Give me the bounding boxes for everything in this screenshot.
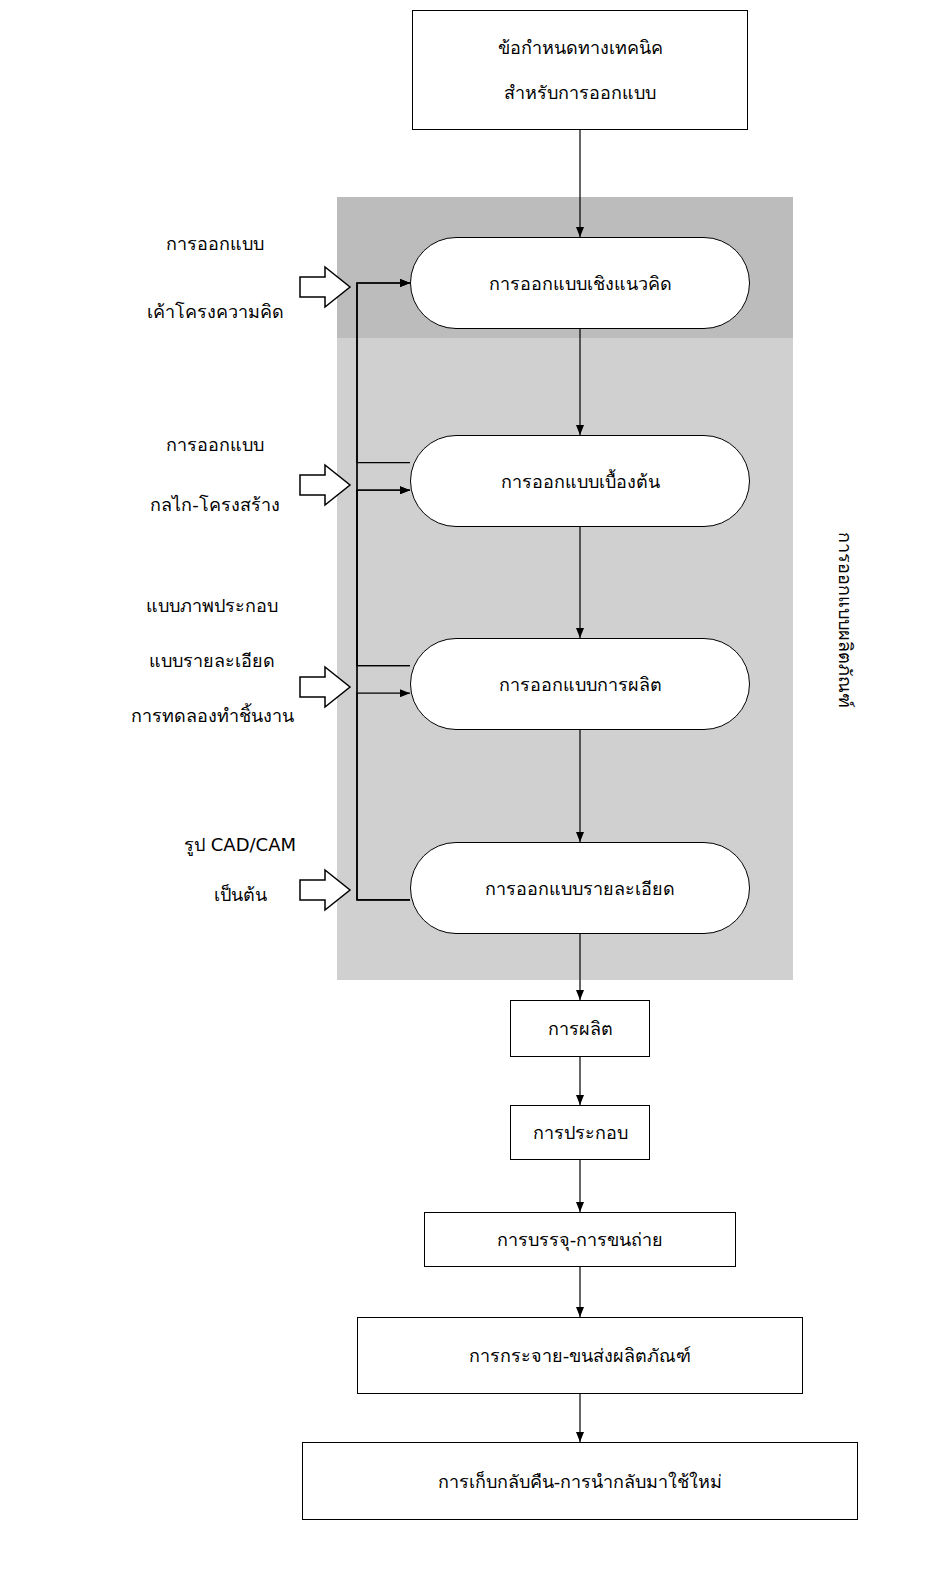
node-text: การออกแบบเบื้องต้น	[501, 467, 660, 496]
flow-arrow	[579, 1057, 580, 1105]
node-text: การผลิต	[548, 1014, 613, 1043]
flow-arrow	[357, 490, 410, 665]
process-box: การประกอบ	[510, 1105, 650, 1160]
node-text: การออกแบบรายละเอียด	[485, 874, 675, 903]
side-label: แบบภาพประกอบ แบบรายละเอียด การทดลองทำชิ้…	[129, 578, 296, 743]
flow-arrow	[579, 329, 580, 435]
node-text: การกระจาย-ขนส่งผลิตภัณฑ์	[469, 1341, 692, 1370]
design-stage: การออกแบบการผลิต	[410, 638, 750, 730]
flow-arrow	[357, 490, 410, 900]
side-label: รูป CAD/CAM เป็นต้น	[168, 820, 313, 920]
node-text: การประกอบ	[533, 1118, 628, 1147]
flow-arrow	[579, 130, 580, 237]
flow-arrow	[357, 693, 410, 900]
design-stage: การออกแบบเบื้องต้น	[410, 435, 750, 527]
hollow-arrow	[300, 267, 350, 307]
process-box: การเก็บกลับคืน-การนำกลับมาใช้ใหม่	[302, 1442, 858, 1520]
flow-arrow	[579, 730, 580, 842]
process-box: การผลิต	[510, 1000, 650, 1057]
flow-arrow	[579, 1267, 580, 1317]
design-stage: การออกแบบรายละเอียด	[410, 842, 750, 934]
node-text: การเก็บกลับคืน-การนำกลับมาใช้ใหม่	[438, 1467, 723, 1496]
process-box: การบรรจุ-การขนถ่าย	[424, 1212, 736, 1267]
hollow-arrow	[300, 465, 350, 505]
node-text: การบรรจุ-การขนถ่าย	[497, 1225, 664, 1254]
node-text: ข้อกำหนดทางเทคนิค สำหรับการออกแบบ	[496, 25, 665, 115]
flow-arrow	[579, 1160, 580, 1212]
band-top-fill	[337, 197, 793, 338]
flow-arrow	[579, 527, 580, 638]
design-stage: การออกแบบเชิงแนวคิด	[410, 237, 750, 329]
spec-box: ข้อกำหนดทางเทคนิค สำหรับการออกแบบ	[412, 10, 748, 130]
node-text: การออกแบบการผลิต	[499, 670, 662, 699]
hollow-arrow	[300, 667, 350, 707]
band-fill	[337, 197, 793, 980]
flow-arrow	[579, 934, 580, 1000]
hollow-arrow	[300, 870, 350, 910]
band-heading: การออกแบบผลิตภัณฑ์	[831, 532, 860, 708]
side-label: การออกแบบ เค้าโครงความคิด	[145, 210, 286, 346]
process-box: การกระจาย-ขนส่งผลิตภัณฑ์	[357, 1317, 803, 1394]
flow-arrow	[579, 1394, 580, 1442]
node-text: การออกแบบเชิงแนวคิด	[489, 269, 672, 298]
flow-arrow	[357, 283, 410, 666]
flow-arrow	[357, 283, 410, 463]
flow-arrow	[357, 283, 410, 900]
side-label: การออกแบบ กลไก-โครงสร้าง	[148, 415, 282, 535]
design-band: การออกแบบเชิงแนวคิดการออกแบบเบื้องต้นการ…	[337, 197, 793, 980]
